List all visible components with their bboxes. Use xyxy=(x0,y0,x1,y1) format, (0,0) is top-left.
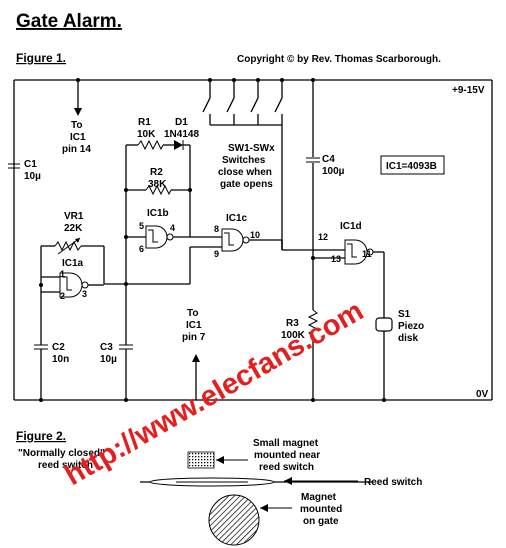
ic1a-pin-a: 1 xyxy=(60,269,65,279)
c1-name: C1 xyxy=(24,159,37,170)
s1-value1: Piezo xyxy=(398,321,424,332)
c2-name: C2 xyxy=(52,342,65,353)
r3-value: 100K xyxy=(281,330,306,341)
fig2-magnet-3: on gate xyxy=(303,516,339,527)
ic1c-gate: IC1c 8 9 10 xyxy=(189,213,283,284)
sw-line4: gate opens xyxy=(220,179,273,190)
junction-dots xyxy=(39,78,386,402)
r1-value: 10K xyxy=(137,129,156,140)
ic1b-pin-a: 5 xyxy=(139,221,144,231)
pin14-pin: pin 14 xyxy=(62,144,91,155)
r2-resistor: R2 38K xyxy=(126,167,190,196)
ic1c-name: IC1c xyxy=(226,213,248,224)
c2-capacitor: C2 10n xyxy=(34,285,69,400)
sw-line3: close when xyxy=(218,167,272,178)
s1-value2: disk xyxy=(398,333,418,344)
ic1d-pin-a: 12 xyxy=(318,232,328,242)
c1-capacitor: C1 10µ xyxy=(8,159,41,182)
sw-line2: Switches xyxy=(222,155,266,166)
rails xyxy=(13,79,493,401)
c1-value: 10µ xyxy=(24,171,41,182)
fig2-magnet-2: mounted xyxy=(300,504,342,515)
ic1b-pin-out: 4 xyxy=(170,223,175,233)
vr1-value: 22K xyxy=(64,223,83,234)
vr1-potentiometer: VR1 22K xyxy=(40,211,105,285)
r3-name: R3 xyxy=(286,318,299,329)
fig2-small-magnet-2: mounted near xyxy=(254,450,320,461)
fig2-small-magnet-1: Small magnet xyxy=(253,438,319,449)
ic1b-pin-b: 6 xyxy=(139,244,144,254)
r2-value: 38K xyxy=(148,179,167,190)
title: Gate Alarm. xyxy=(16,11,122,32)
s1-piezo: S1 Piezo disk xyxy=(375,309,424,400)
ic-type-label: IC1=4093B xyxy=(386,161,437,172)
vr1-name: VR1 xyxy=(64,211,84,222)
r1-name: R1 xyxy=(138,117,151,128)
copyright: Copyright © by Rev. Thomas Scarborough. xyxy=(237,54,441,65)
figure1-label: Figure 1. xyxy=(16,51,66,65)
r1-d1-branch: R1 10K D1 1N4148 xyxy=(125,117,199,237)
ic1b-gate: IC1b 5 6 4 xyxy=(126,208,222,254)
c3-name: C3 xyxy=(100,342,113,353)
fig2-reed-switch: Reed switch xyxy=(364,477,422,488)
s1-name: S1 xyxy=(398,309,411,320)
pin7-to: To xyxy=(187,308,198,319)
c2-value: 10n xyxy=(52,354,69,365)
ic1c-pin-b: 9 xyxy=(214,249,219,259)
ic1a-name: IC1a xyxy=(62,258,84,269)
r3-resistor: R3 100K xyxy=(281,309,319,400)
ic1a-pin-b: 2 xyxy=(60,291,65,301)
pin14-ic: IC1 xyxy=(70,132,86,143)
ic1c-pin-a: 8 xyxy=(214,224,219,234)
rail-bottom-label: 0V xyxy=(476,389,489,400)
pin7-ic: IC1 xyxy=(186,320,202,331)
pin14-to: To xyxy=(71,120,82,131)
d1-name: D1 xyxy=(175,117,188,128)
ic1c-pin-out: 10 xyxy=(250,230,260,240)
figure2-drawing: "Normally closed" reed switch Small magn… xyxy=(18,438,422,546)
ic-type-box: IC1=4093B xyxy=(380,155,445,175)
ic1d-name: IC1d xyxy=(340,221,362,232)
switches: SW1-SWx Switches close when gate opens xyxy=(202,80,283,250)
figure2-label: Figure 2. xyxy=(16,429,66,443)
fig2-normally-closed-2: reed switch xyxy=(38,460,93,471)
d1-value: 1N4148 xyxy=(164,129,199,140)
ic1d-pin-out: 11 xyxy=(362,249,372,259)
ic1d-pin-b: 13 xyxy=(331,254,341,264)
c4-capacitor: C4 100µ xyxy=(306,80,345,310)
ic1b-name: IC1b xyxy=(147,208,169,219)
fig2-small-magnet-3: reed switch xyxy=(259,462,314,473)
sw-line1: SW1-SWx xyxy=(228,143,275,154)
fig2-normally-closed-1: "Normally closed" xyxy=(18,448,105,459)
pin7-connection: To IC1 pin 7 xyxy=(182,308,206,400)
ic1a-gate: IC1a 1 2 3 xyxy=(41,258,190,301)
c4-value: 100µ xyxy=(322,166,345,177)
c3-value: 10µ xyxy=(100,354,117,365)
c3-capacitor: C3 10µ xyxy=(100,237,133,400)
ic1d-gate: IC1d 12 13 11 xyxy=(281,221,385,318)
r2-name: R2 xyxy=(150,167,163,178)
pin7-pin: pin 7 xyxy=(182,332,206,343)
rail-top-label: +9-15V xyxy=(452,85,485,96)
pin14-connection: To IC1 pin 14 xyxy=(62,80,91,155)
ic1a-pin-out: 3 xyxy=(82,289,87,299)
fig2-magnet-1: Magnet xyxy=(301,492,337,503)
c4-name: C4 xyxy=(322,154,335,165)
